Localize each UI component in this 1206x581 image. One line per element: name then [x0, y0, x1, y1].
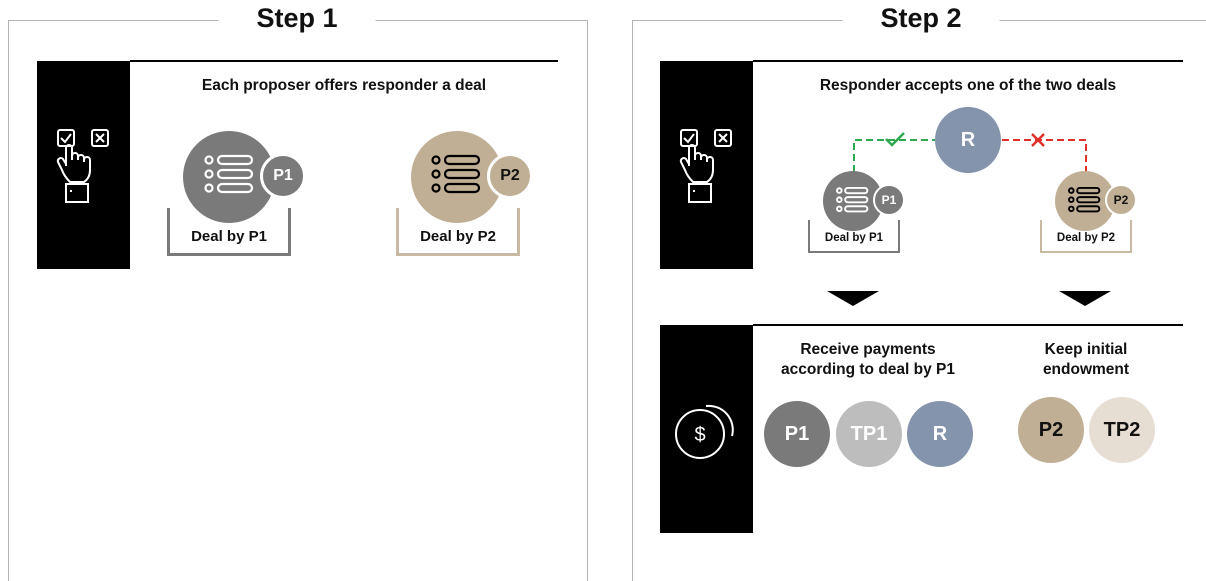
check-icon [885, 132, 905, 147]
choice-hand-icon [679, 129, 732, 203]
dollar-coins-icon: $ [675, 404, 734, 459]
decision-connectors [853, 139, 1087, 172]
list-icon [431, 154, 481, 194]
outcome-left-line2: according to deal by P1 [781, 361, 955, 378]
deal-p1-badge: P1 [260, 153, 306, 199]
outcome-right-line2: endowment [1042, 361, 1130, 378]
coin-p2: P2 [1018, 397, 1084, 463]
deal-p1-badge-small: P1 [873, 184, 905, 216]
coin-p1: P1 [764, 401, 830, 467]
list-icon [1068, 186, 1101, 213]
step2-heading-rule [753, 60, 1183, 62]
list-icon [204, 154, 254, 194]
step2-icon-box [660, 61, 753, 269]
step1-heading: Each proposer offers responder a deal [201, 77, 487, 94]
coin-tp1: TP1 [836, 401, 902, 467]
coin-tp2: TP2 [1089, 397, 1155, 463]
cross-icon [1031, 133, 1045, 147]
dollar-symbol: $ [694, 424, 705, 446]
deal-p2-label-small: Deal by P2 [1056, 232, 1116, 244]
step2-title: Step 2 [842, 3, 1000, 34]
outcome-left-line1: Receive payments [800, 341, 936, 358]
deal-p2-badge-small: P2 [1105, 184, 1137, 216]
down-arrow-icon [1059, 291, 1111, 306]
deal-p1-label: Deal by P1 [191, 228, 267, 245]
responder-circle: R [935, 107, 1001, 173]
deal-p2-bracket [396, 208, 520, 256]
deal-p2-bracket-small [1040, 220, 1132, 253]
step2-heading: Responder accepts one of the two deals [819, 77, 1117, 94]
deal-p2-badge: P2 [487, 153, 533, 199]
step1-title: Step 1 [218, 3, 376, 34]
deal-p1-bracket [167, 208, 291, 256]
outcome-right-line1: Keep initial [1044, 341, 1128, 358]
list-icon [836, 186, 869, 213]
step1-heading-rule [130, 60, 558, 62]
outcome-icon-box [660, 325, 753, 533]
deal-p1-bracket-small [808, 220, 900, 253]
coin-r: R [907, 401, 973, 467]
step1-icon-box [37, 61, 130, 269]
down-arrow-icon [827, 291, 879, 306]
deal-p1-label-small: Deal by P1 [824, 232, 884, 244]
outcome-rule [753, 324, 1183, 326]
choice-hand-icon [56, 129, 109, 203]
deal-p2-label: Deal by P2 [420, 228, 496, 245]
